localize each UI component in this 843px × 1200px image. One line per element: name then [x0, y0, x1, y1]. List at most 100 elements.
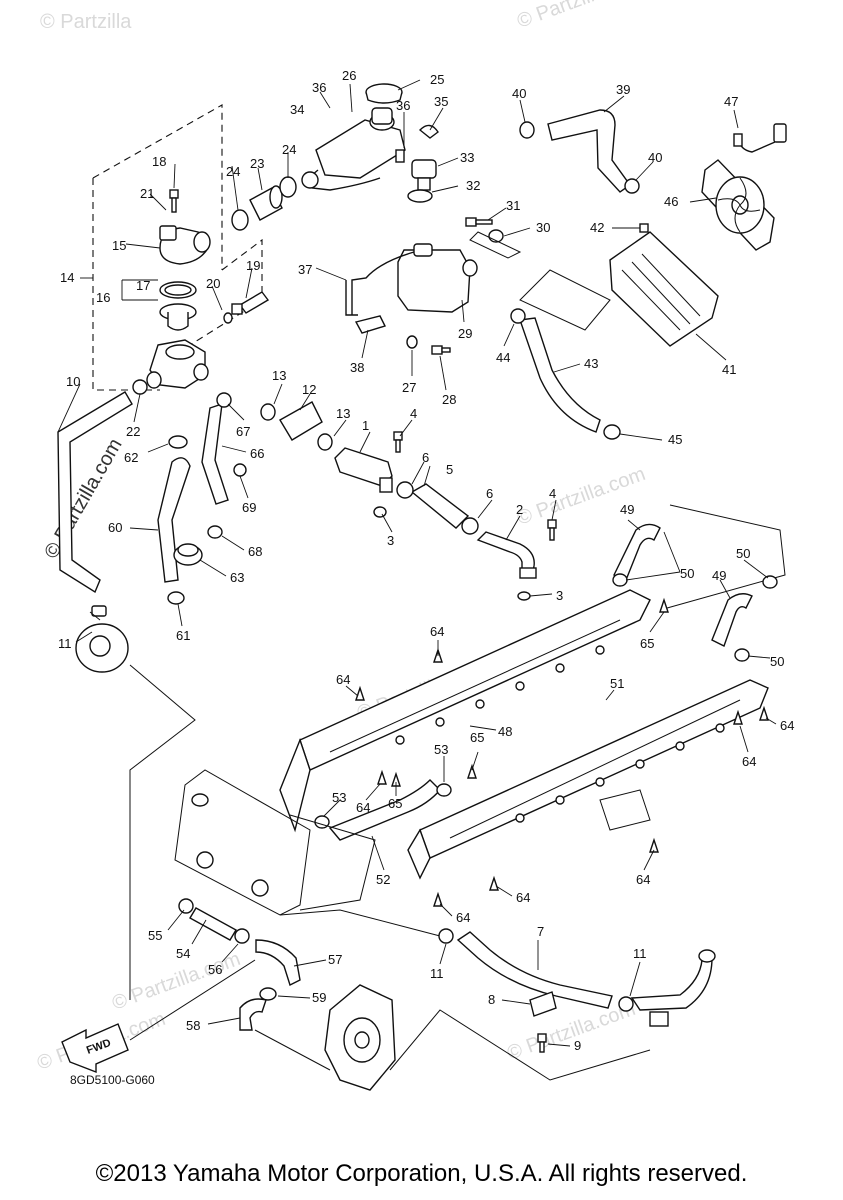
callout-65: 65: [640, 636, 654, 651]
clamp-11-left: [438, 928, 454, 944]
hose-49-lower: [711, 593, 753, 647]
pipe-2: [476, 531, 537, 579]
callout-27: 27: [402, 380, 416, 395]
callout-64: 64: [780, 718, 794, 733]
clamp-62: [168, 435, 188, 449]
callout-49: 49: [712, 568, 726, 583]
callout-55: 55: [148, 928, 162, 943]
clamp-56: [234, 928, 250, 944]
callout-64: 64: [456, 910, 470, 925]
callout-46: 46: [664, 194, 678, 209]
callout-69: 69: [242, 500, 256, 515]
callout-36: 36: [312, 80, 326, 95]
callout-17: 17: [136, 278, 150, 293]
hose-58: [239, 998, 267, 1031]
callout-16: 16: [96, 290, 110, 305]
bolt-65-c: [467, 763, 477, 779]
callout-63: 63: [230, 570, 244, 585]
bolt-64-e: [377, 769, 387, 785]
callout-13: 13: [272, 368, 286, 383]
callout-11: 11: [430, 966, 444, 981]
callout-33: 33: [460, 150, 474, 165]
callout-45: 45: [668, 432, 682, 447]
callout-30: 30: [536, 220, 550, 235]
callout-23: 23: [250, 156, 264, 171]
water-pump-11: [75, 605, 129, 673]
callout-62: 62: [124, 450, 138, 465]
fan-connector-47: [733, 123, 787, 153]
callout-25: 25: [430, 72, 444, 87]
callout-40: 40: [512, 86, 526, 101]
callout-24: 24: [226, 164, 240, 179]
watermark-mid-right: © Partzilla.com: [514, 463, 648, 530]
callout-labels: 1 2 3 3 4 4 5 6 6 7 8 9 10 11 11 11 12 1…: [58, 68, 794, 1053]
callout-6: 6: [486, 486, 493, 501]
callout-52: 52: [376, 872, 390, 887]
clamp-68: [207, 525, 223, 539]
callout-64: 64: [430, 624, 444, 639]
clamp-22: [132, 379, 148, 395]
clamp-50-a: [612, 573, 628, 587]
bolt-9: [537, 1033, 547, 1053]
rail-guide-upper: [659, 504, 786, 611]
callout-19: 19: [246, 258, 260, 273]
bracket-line-30: [469, 231, 522, 259]
bolt-18: [169, 189, 179, 213]
radiator-cap-25: [365, 83, 403, 104]
watermark-top-left: © Partzilla: [40, 11, 132, 33]
clamp-50-c: [734, 648, 750, 662]
callout-3: 3: [387, 533, 394, 548]
callout-7: 7: [537, 924, 544, 939]
bolt-64-h: [433, 891, 443, 907]
thermostat-cover: [159, 225, 211, 265]
callout-43: 43: [584, 356, 598, 371]
callout-29: 29: [458, 326, 472, 341]
bolt-64-b: [355, 685, 365, 701]
thermostat-16: [159, 303, 197, 331]
clamp-67: [216, 392, 232, 408]
bolt-65-a: [659, 597, 669, 613]
callout-14: 14: [60, 270, 74, 285]
callout-10: 10: [66, 374, 80, 389]
callout-18: 18: [152, 154, 166, 169]
heat-exchanger-rail-48: [279, 589, 651, 833]
hose-57: [255, 939, 301, 986]
clamp-holder-8: [529, 991, 557, 1017]
callout-61: 61: [176, 628, 190, 643]
bolt-28: [431, 345, 451, 355]
callout-5: 5: [446, 462, 453, 477]
clamp-45: [603, 424, 621, 440]
clamp-38: [354, 315, 386, 334]
callout-42: 42: [590, 220, 604, 235]
bolt-42: [639, 223, 649, 233]
clamp-40-lower: [624, 178, 640, 194]
washer-20: [223, 312, 233, 324]
callout-57: 57: [328, 952, 342, 967]
bolt-64-d: [733, 709, 743, 725]
watermark-top-right: © Partzilla.com: [514, 0, 648, 33]
clip-35: [418, 124, 439, 139]
outlet-pipe: [630, 949, 716, 1027]
hose-49-upper: [613, 523, 661, 581]
grommet-27: [406, 335, 418, 349]
hose-39: [547, 109, 631, 193]
hose-60: [157, 457, 191, 583]
hose-43: [519, 317, 601, 433]
callout-34: 34: [290, 102, 304, 117]
callout-53: 53: [332, 790, 346, 805]
callout-64: 64: [742, 754, 756, 769]
fitting-33: [411, 159, 437, 191]
callout-40: 40: [648, 150, 662, 165]
clamp-59: [259, 987, 277, 1001]
o-ring-17: [159, 281, 197, 299]
heat-exchanger-frame: [174, 769, 376, 916]
clamp-13-left: [260, 403, 276, 421]
clamp-6-left: [396, 481, 414, 499]
callout-58: 58: [186, 1018, 200, 1033]
clamp-24-left: [231, 209, 249, 231]
callout-28: 28: [442, 392, 456, 407]
callout-31: 31: [506, 198, 520, 213]
clamp-53-b: [436, 783, 452, 797]
callout-66: 66: [250, 446, 264, 461]
